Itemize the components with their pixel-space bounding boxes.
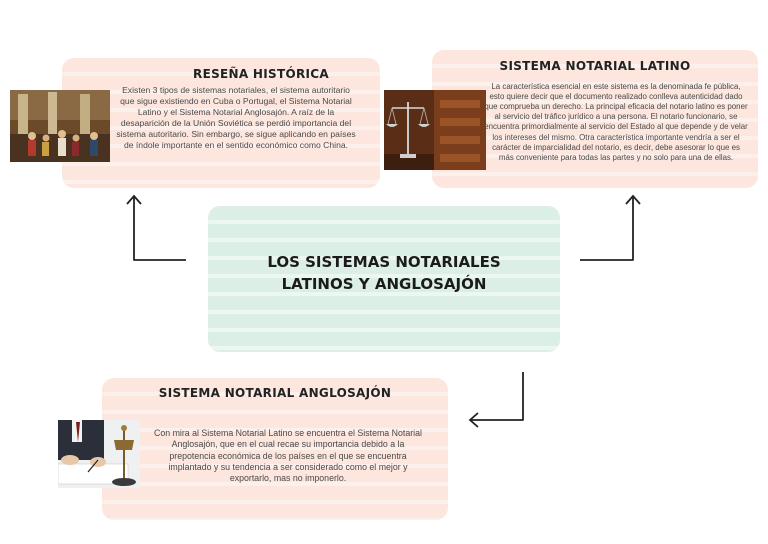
justice-scale-courtroom-image: [384, 90, 486, 170]
center-card-background: [208, 206, 560, 352]
arrow-down-left-head: [468, 412, 479, 428]
historical-painting-image: [10, 90, 110, 162]
center-card: LOS SISTEMAS NOTARIALES LATINOS Y ANGLOS…: [208, 206, 560, 352]
resena-text: Existen 3 tipos de sistemas notariales, …: [116, 85, 356, 150]
arrow-down-left-line: [470, 372, 524, 421]
arrow-left-up-head: [126, 194, 142, 205]
anglo-title: SISTEMA NOTARIAL ANGLOSAJÓN: [158, 386, 392, 400]
anglo-text: Con mira al Sistema Notarial Latino se e…: [154, 428, 422, 483]
arrow-right-up-head: [625, 194, 641, 205]
resena-card-background: [62, 58, 380, 188]
latino-title: SISTEMA NOTARIAL LATINO: [499, 59, 691, 73]
latino-card: SISTEMA NOTARIAL LATINO La característic…: [432, 50, 758, 188]
latino-card-background: [432, 50, 758, 188]
anglo-card-background: [102, 378, 448, 520]
latino-text: La característica esencial en este siste…: [484, 82, 748, 162]
arrow-left-up-line: [133, 196, 186, 261]
resena-title: RESEÑA HISTÓRICA: [193, 67, 329, 81]
lawyer-signing-document-image: [58, 420, 140, 488]
resena-card: RESEÑA HISTÓRICA Existen 3 tipos de sist…: [62, 58, 380, 188]
arrow-right-up-line: [580, 196, 634, 261]
center-title: LOS SISTEMAS NOTARIALES LATINOS Y ANGLOS…: [267, 253, 501, 293]
anglo-card: SISTEMA NOTARIAL ANGLOSAJÓN Con mira al …: [102, 378, 448, 520]
